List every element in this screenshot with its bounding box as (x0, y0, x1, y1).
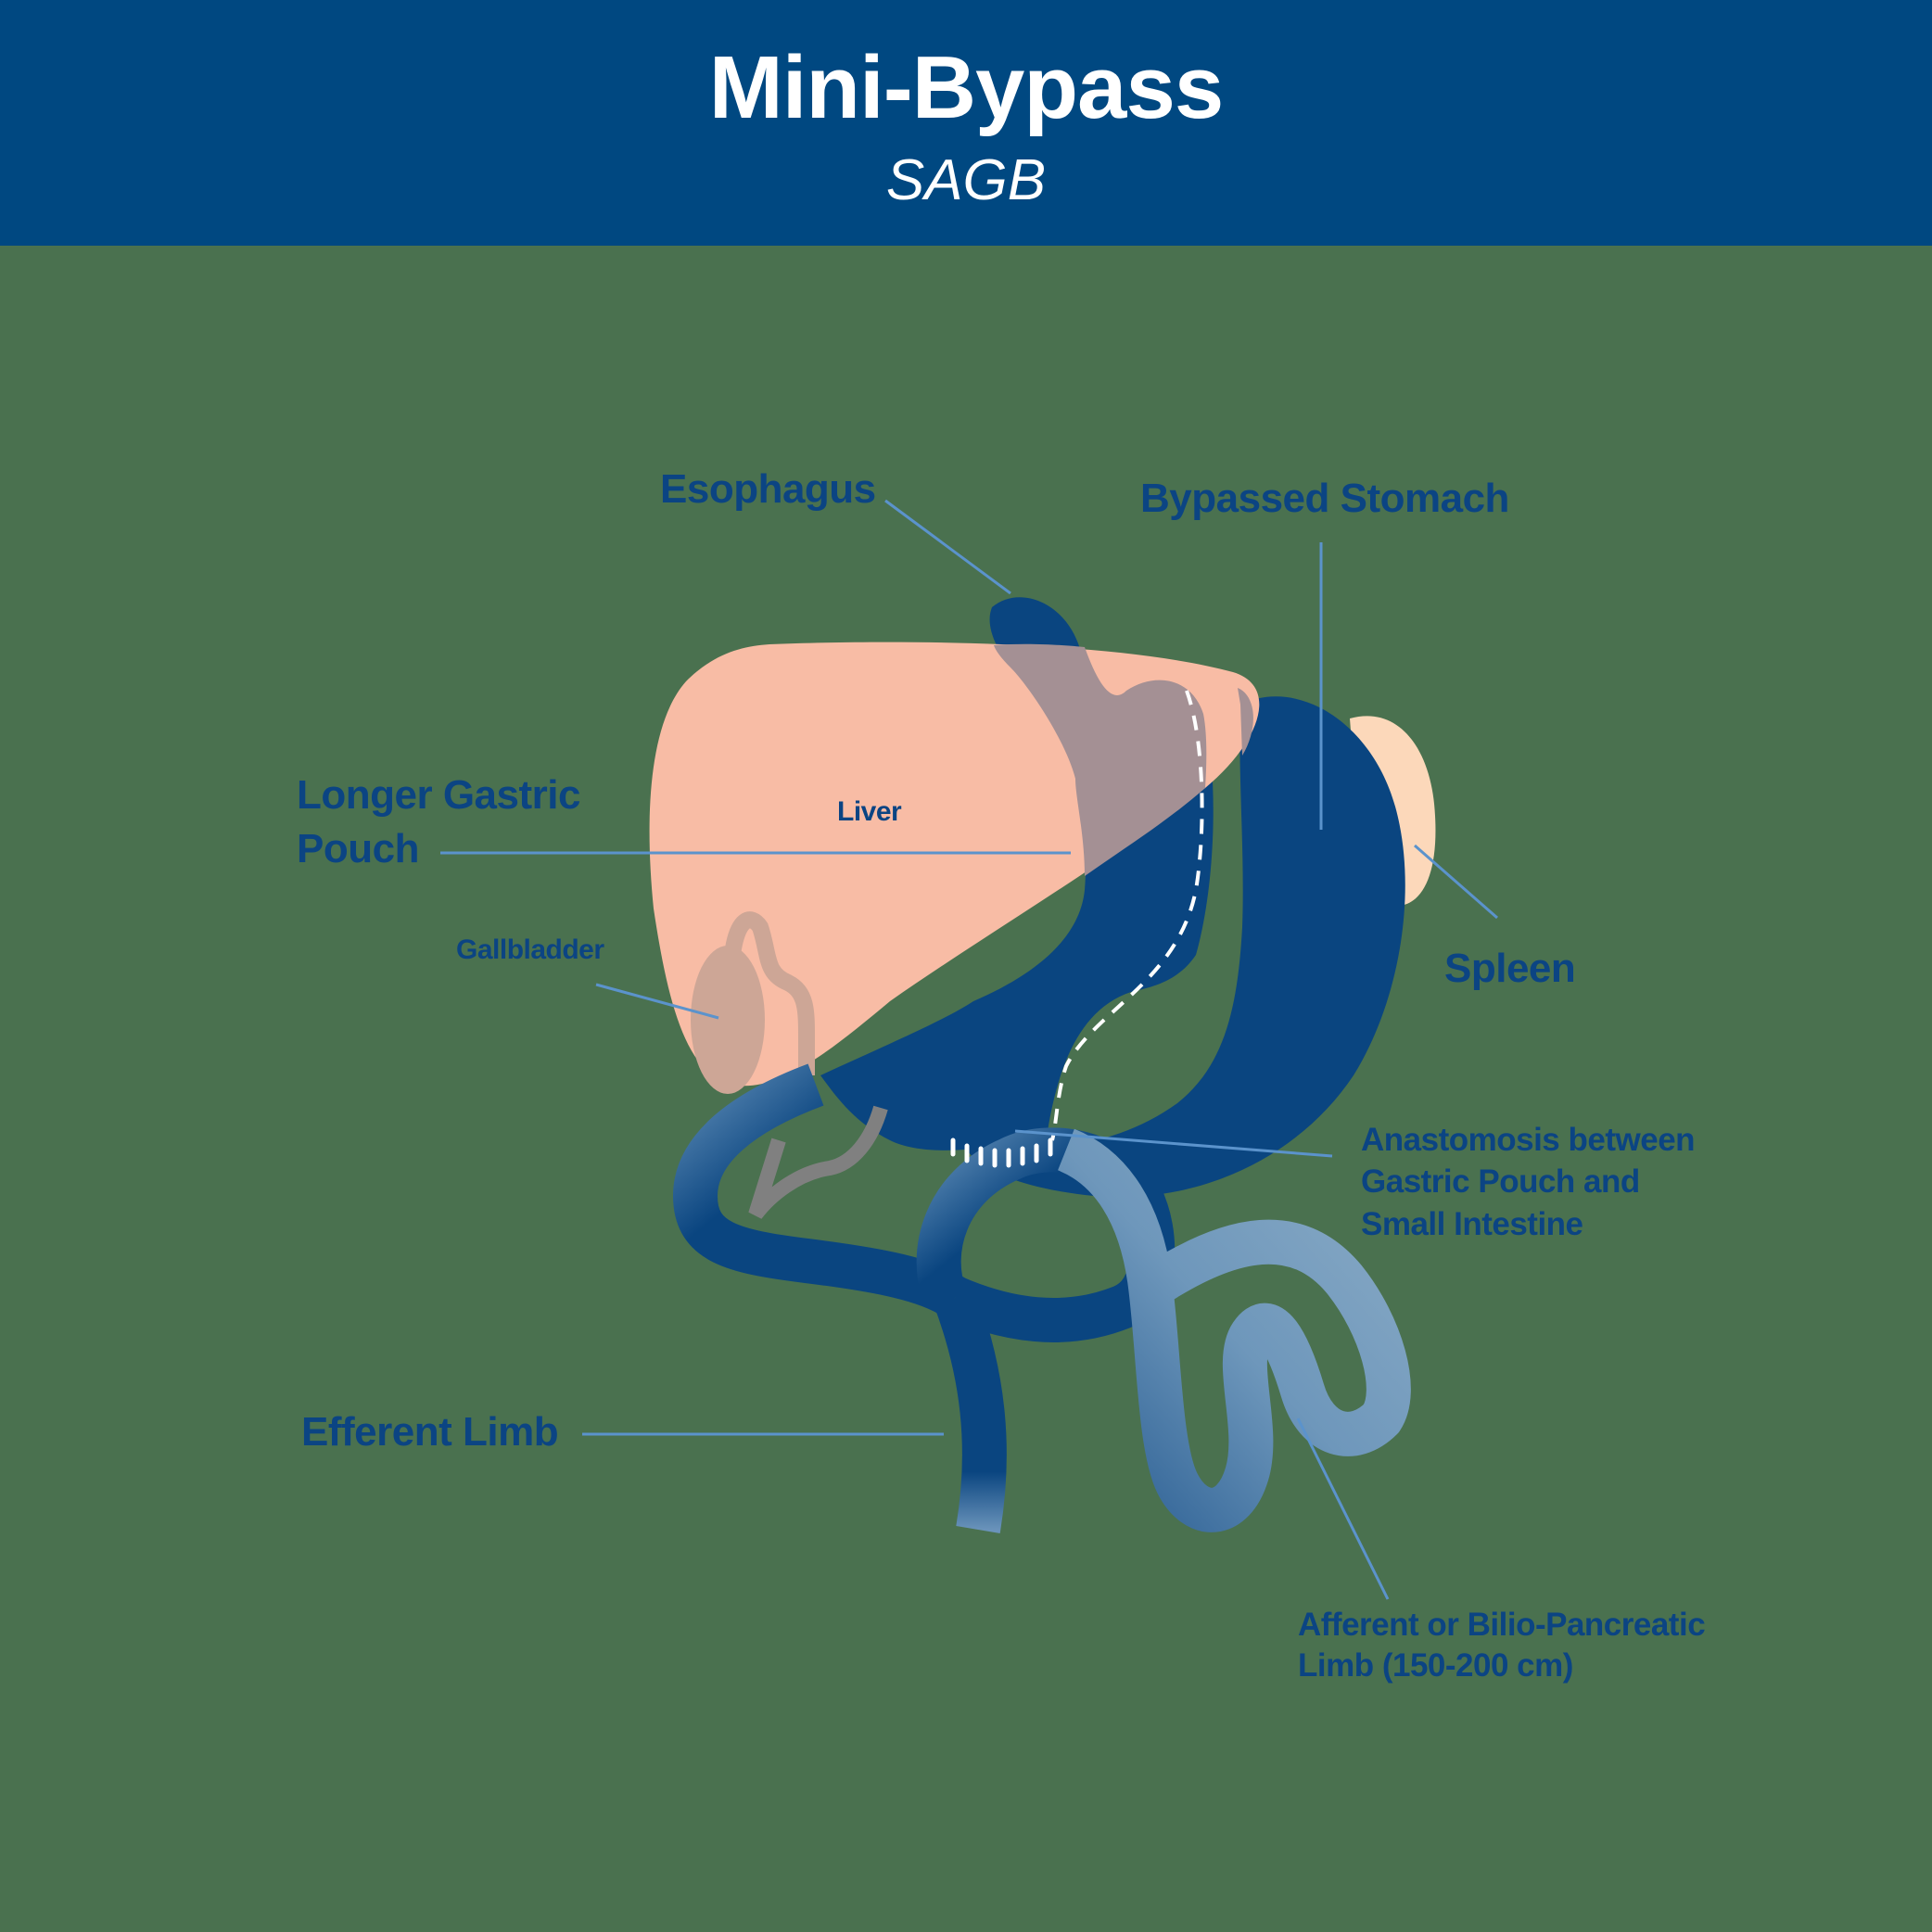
gallbladder-shape (691, 911, 815, 1094)
label-anastomosis-line2: Gastric Pouch and (1361, 1163, 1640, 1200)
leader-gallbladder (595, 983, 719, 1020)
title-banner: Mini-Bypass SAGB (0, 0, 1932, 246)
leader-anastomosis (1014, 1129, 1333, 1158)
staple-line (1050, 690, 1204, 1141)
label-gastric-pouch-line2: Pouch (297, 826, 419, 871)
label-afferent-line2: Limb (150-200 cm) (1298, 1647, 1573, 1684)
bile-duct-shape (748, 1105, 888, 1219)
label-anastomosis-line3: Small Intestine (1361, 1206, 1583, 1242)
leader-esophagus (884, 499, 1011, 595)
anastomosis-stitches (950, 1138, 1053, 1168)
label-anastomosis-line1: Anastomosis between (1361, 1122, 1696, 1158)
leader-afferent (1296, 1417, 1390, 1600)
label-esophagus: Esophagus (660, 466, 876, 512)
efferent-loop-shape (672, 1063, 1007, 1533)
leader-spleen (1414, 844, 1498, 920)
label-afferent-line1: Afferent or Bilio-Pancreatic (1298, 1607, 1706, 1643)
leader-lines (440, 499, 1498, 1600)
label-spleen: Spleen (1444, 946, 1576, 991)
bypassed-stomach-shape (964, 696, 1405, 1198)
page-title: Mini-Bypass (708, 38, 1224, 137)
label-gastric-pouch-line1: Longer Gastric (297, 772, 580, 818)
label-efferent-limb: Efferent Limb (301, 1409, 559, 1455)
pouch-liver-overlap (994, 643, 1253, 876)
label-liver: Liver (837, 796, 902, 827)
page-subtitle: SAGB (885, 148, 1047, 212)
label-gallbladder: Gallbladder (456, 934, 604, 965)
label-bypassed-stomach: Bypassed Stomach (1140, 476, 1509, 521)
afferent-loop-shape (916, 1127, 1411, 1532)
